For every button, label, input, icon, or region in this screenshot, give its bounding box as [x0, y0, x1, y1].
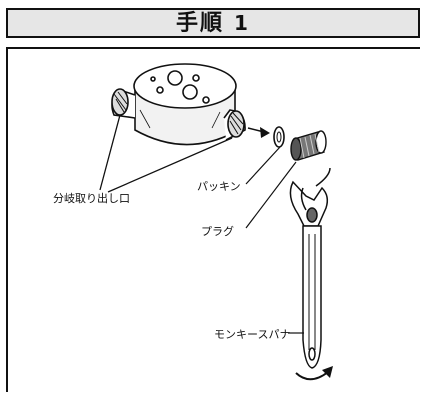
plug-illustration — [290, 130, 327, 161]
label-wrench: モンキースパナ — [214, 328, 291, 341]
valve-body-illustration — [111, 63, 246, 146]
step-title-word: 手順 — [176, 11, 225, 36]
branch-outlet-leaders — [99, 114, 233, 193]
label-plug: プラグ — [201, 225, 234, 238]
assembly-arrow — [247, 127, 270, 138]
wrench-illustration — [289, 167, 331, 369]
step-panel: 手順 1 — [6, 8, 420, 392]
step-title: 手順 1 — [8, 10, 418, 37]
plug-leader — [245, 161, 297, 229]
divider — [6, 47, 420, 49]
step-title-bar: 手順 1 — [6, 8, 420, 38]
label-branch-outlet: 分岐取り出し口 — [53, 192, 130, 205]
packing-ring-illustration — [273, 126, 285, 148]
step-number: 1 — [234, 11, 250, 35]
packing-leader — [245, 146, 281, 185]
rotation-arrow-icon — [295, 366, 333, 381]
left-border — [6, 47, 8, 392]
label-packing: パッキン — [197, 180, 241, 193]
